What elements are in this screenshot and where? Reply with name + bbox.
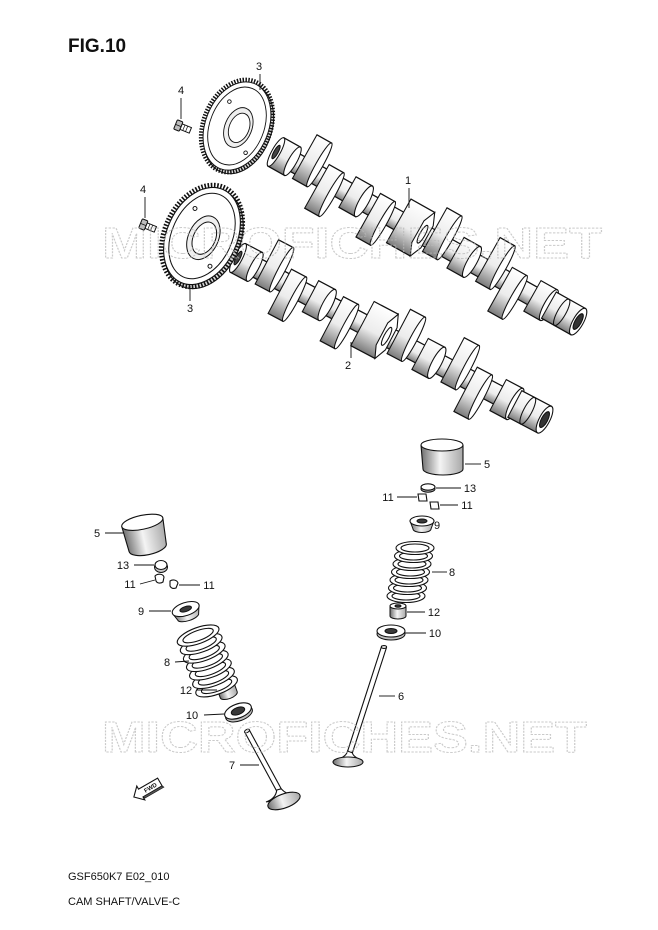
valve-seat-right (376, 624, 406, 641)
callout-label: 10 (186, 710, 198, 722)
callout-lower-gear: 3 (187, 286, 193, 315)
callout-label: 10 (429, 628, 441, 640)
watermark-lower: MICROFICHES.NET (102, 713, 587, 762)
figure-title: FIG.10 (68, 36, 126, 57)
valve-seal-right (389, 602, 407, 620)
callout-label: 3 (187, 303, 193, 315)
callout-label: 7 (229, 760, 235, 772)
callout-label: 9 (434, 520, 440, 532)
valve-seat-left (224, 702, 253, 723)
callout-label: 13 (464, 483, 476, 495)
valve-spring-left (176, 624, 238, 698)
callout-label: 4 (178, 85, 184, 97)
callout-camshaft-lower: 2 (345, 342, 352, 372)
callout-label: 6 (398, 691, 404, 703)
callout-right-seat: 10 (405, 628, 441, 640)
callout-right-valve: 6 (379, 691, 404, 703)
callout-label: 11 (124, 579, 135, 591)
callout-label: 3 (256, 61, 262, 73)
callout-label: 11 (382, 492, 393, 504)
valve-left (244, 728, 301, 811)
callout-left-shim: 13 (117, 560, 154, 572)
callout-left-cotter-a: 11 (124, 579, 156, 591)
callout-label: 9 (138, 606, 144, 618)
valve-right (332, 645, 388, 768)
callout-left-retainer: 9 (138, 606, 171, 618)
shim-right (420, 483, 436, 493)
callout-camshaft-upper: 1 (405, 175, 411, 208)
callout-label: 13 (117, 560, 129, 572)
callout-top-gear: 3 (256, 61, 262, 90)
spring-retainer-right (409, 515, 435, 533)
callout-top-bolt: 4 (178, 85, 184, 119)
callout-label: 1 (405, 175, 411, 187)
forward-arrow-icon: FWD (133, 777, 165, 801)
spring-retainer-left (171, 600, 200, 623)
callout-label: 8 (164, 657, 170, 669)
callout-label: 11 (461, 500, 472, 512)
callout-left-valve: 7 (229, 760, 259, 772)
tappet-left (121, 513, 167, 557)
callout-right-cotter-b: 11 (440, 500, 473, 512)
footer-caption: CAM SHAFT/VALVE-C (68, 896, 180, 908)
callout-label: 5 (484, 459, 490, 471)
callout-label: 5 (94, 528, 100, 540)
callout-left-seat: 10 (186, 710, 225, 722)
valve-cotters-right (417, 493, 440, 510)
callout-right-retainer: 9 (434, 520, 440, 532)
callout-left-cotter-b: 11 (179, 580, 215, 592)
valve-cotters-left (154, 573, 179, 589)
callout-right-shim: 13 (436, 483, 476, 495)
callout-right-seal: 12 (407, 607, 440, 619)
shim-left (154, 559, 168, 573)
callout-label: 2 (345, 360, 351, 372)
sprocket-bolt-upper (173, 119, 193, 136)
callout-left-seal: 12 (180, 685, 217, 697)
callout-label: 8 (449, 567, 455, 579)
callout-left-spring: 8 (164, 657, 190, 669)
callout-right-tappet: 5 (465, 459, 490, 471)
callout-label: 4 (140, 184, 146, 196)
callout-right-cotter-a: 11 (382, 492, 417, 504)
tappet-right (420, 438, 464, 476)
footer-code: GSF650K7 E02_010 (68, 871, 170, 883)
watermark-upper: MICROFICHES.NET (102, 219, 602, 268)
callout-label: 12 (180, 685, 192, 697)
callout-lower-bolt: 4 (140, 184, 146, 218)
valve-spring-right (386, 540, 435, 604)
callout-label: 11 (203, 580, 214, 592)
callout-right-spring: 8 (432, 567, 455, 579)
callout-label: 12 (428, 607, 440, 619)
callout-left-tappet: 5 (94, 528, 124, 540)
